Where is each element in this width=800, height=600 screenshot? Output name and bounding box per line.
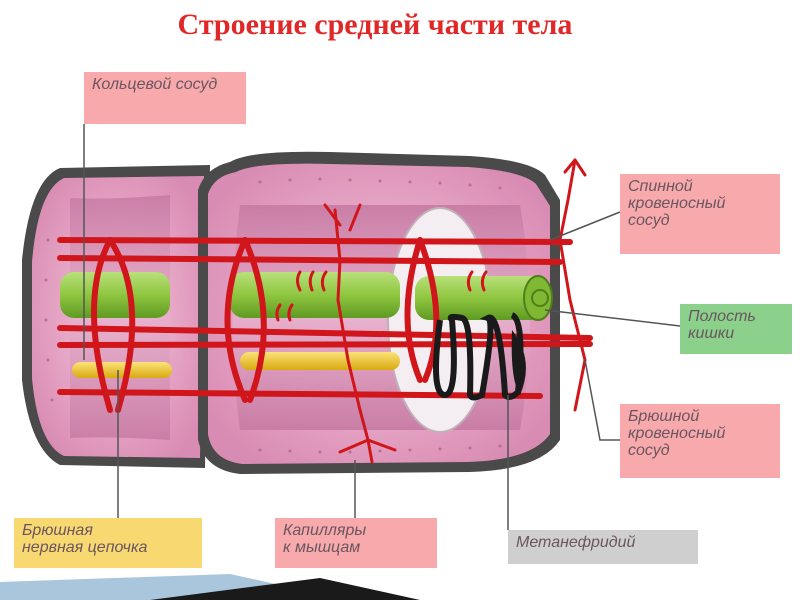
label-metanephridium: Метанефридий [508, 530, 698, 564]
bottom-decoration [0, 572, 800, 600]
label-ring-vessel: Кольцевой сосуд [84, 72, 246, 124]
label-gut-cavity: Полость кишки [680, 304, 792, 354]
label-dorsal-vessel: Спинной кровеносный сосуд [620, 174, 780, 254]
label-nerve-chain: Брюшная нервная цепочка [14, 518, 202, 568]
label-capillaries: Капилляры к мышцам [275, 518, 437, 568]
label-ventral-vessel: Брюшной кровеносный сосуд [620, 404, 780, 478]
